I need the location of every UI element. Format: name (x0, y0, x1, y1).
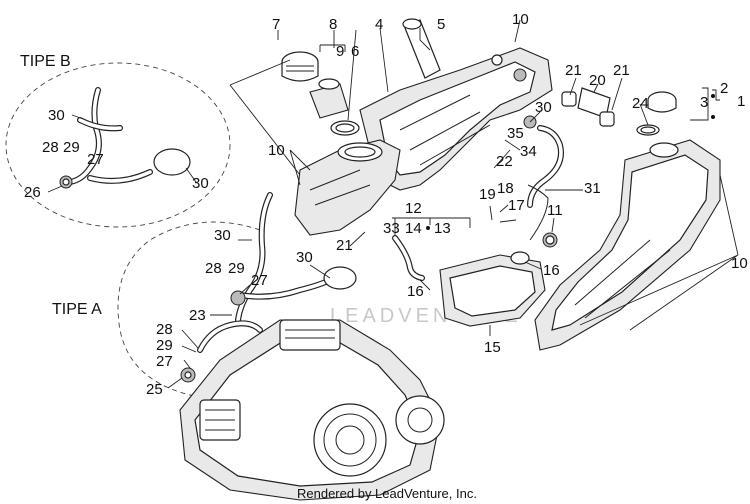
callout-27-a: 27 (251, 272, 268, 289)
callout-16-right: 16 (543, 262, 560, 279)
callout-10-mid: 10 (268, 142, 285, 159)
tipe-b-outline (5, 62, 231, 228)
callout-27-b: 27 (156, 353, 173, 370)
callout-30-b2: 30 (192, 175, 209, 192)
callout-26: 26 (24, 184, 41, 201)
callout-9: 9 (336, 43, 344, 60)
callout-7: 7 (272, 16, 280, 33)
callout-8: 8 (329, 16, 337, 33)
fuel-level-tube (402, 18, 441, 79)
reservoir-cap (510, 251, 530, 265)
callout-20: 20 (589, 72, 606, 89)
callout-19: 19 (479, 186, 496, 203)
callout-31: 31 (584, 180, 601, 197)
callout-12: 12 (405, 200, 422, 217)
engine-head (279, 319, 341, 351)
callout-30-a2: 30 (296, 249, 313, 266)
callout-10-top: 10 (512, 11, 529, 28)
canister-tipe-a (323, 266, 357, 290)
fittings-20-21 (523, 87, 615, 129)
callout-30-top: 30 (535, 99, 552, 116)
callout-28-c: 28 (42, 139, 59, 156)
callout-2: 2 (720, 80, 728, 97)
dot-marker-2 (711, 94, 715, 98)
clamp-21a (561, 91, 577, 107)
engine-pulley (395, 395, 445, 445)
hose-34 (527, 125, 564, 241)
engine-cover (313, 403, 387, 477)
tank-boss (513, 68, 527, 82)
callout-34: 34 (520, 143, 537, 160)
callout-29-a: 29 (228, 260, 245, 277)
callout-22: 22 (496, 153, 513, 170)
tank-neck (649, 142, 679, 158)
callout-29-c: 29 (63, 139, 80, 156)
callout-4: 4 (375, 16, 383, 33)
callout-13: 13 (434, 220, 451, 237)
callout-27-c: 27 (87, 151, 104, 168)
tank-lower-left (294, 139, 401, 236)
callout-21-a: 21 (565, 62, 582, 79)
dot-marker (426, 226, 430, 230)
callout-29-b: 29 (156, 337, 173, 354)
tipe-a-group: TIPE A (52, 192, 357, 397)
clamp-21b (599, 111, 615, 127)
expansion-tank (534, 91, 721, 351)
callouts: 7 8 9 6 4 5 10 21 20 21 2 1 3 24 30 35 3… (24, 11, 748, 398)
engine-block (179, 319, 445, 501)
tipe-a-label: TIPE A (52, 301, 102, 318)
dot-marker-3 (711, 115, 715, 119)
callout-3: 3 (700, 94, 708, 111)
callout-10-right: 10 (731, 255, 748, 272)
footer-credit: Rendered by LeadVenture, Inc. (297, 486, 477, 501)
callout-25: 25 (146, 381, 163, 398)
callout-1: 1 (737, 93, 745, 110)
callout-14: 14 (405, 220, 422, 237)
callout-21-b: 21 (613, 62, 630, 79)
clip-tipe-a (230, 290, 246, 306)
callout-21-c: 21 (336, 237, 353, 254)
callout-28-a: 28 (205, 260, 222, 277)
leader-lines (47, 19, 739, 389)
callout-6: 6 (351, 43, 359, 60)
reservoir (392, 232, 558, 327)
callout-11: 11 (547, 202, 563, 219)
callout-28-b: 28 (156, 321, 173, 338)
callout-15: 15 (484, 339, 501, 356)
tipe-b-label: TIPE B (20, 53, 71, 70)
callout-24: 24 (632, 95, 649, 112)
callout-18: 18 (497, 180, 514, 197)
callout-23: 23 (189, 307, 206, 324)
callout-30-a1: 30 (214, 227, 231, 244)
callout-16-left: 16 (407, 283, 424, 300)
callout-17: 17 (508, 197, 525, 214)
canister-tipe-b (153, 148, 191, 176)
callout-30-b1: 30 (48, 107, 65, 124)
callout-33: 33 (383, 220, 400, 237)
callout-5: 5 (437, 16, 445, 33)
tipe-b-group: TIPE B (5, 53, 231, 228)
callout-35: 35 (507, 125, 524, 142)
filler-assembly (281, 51, 360, 136)
